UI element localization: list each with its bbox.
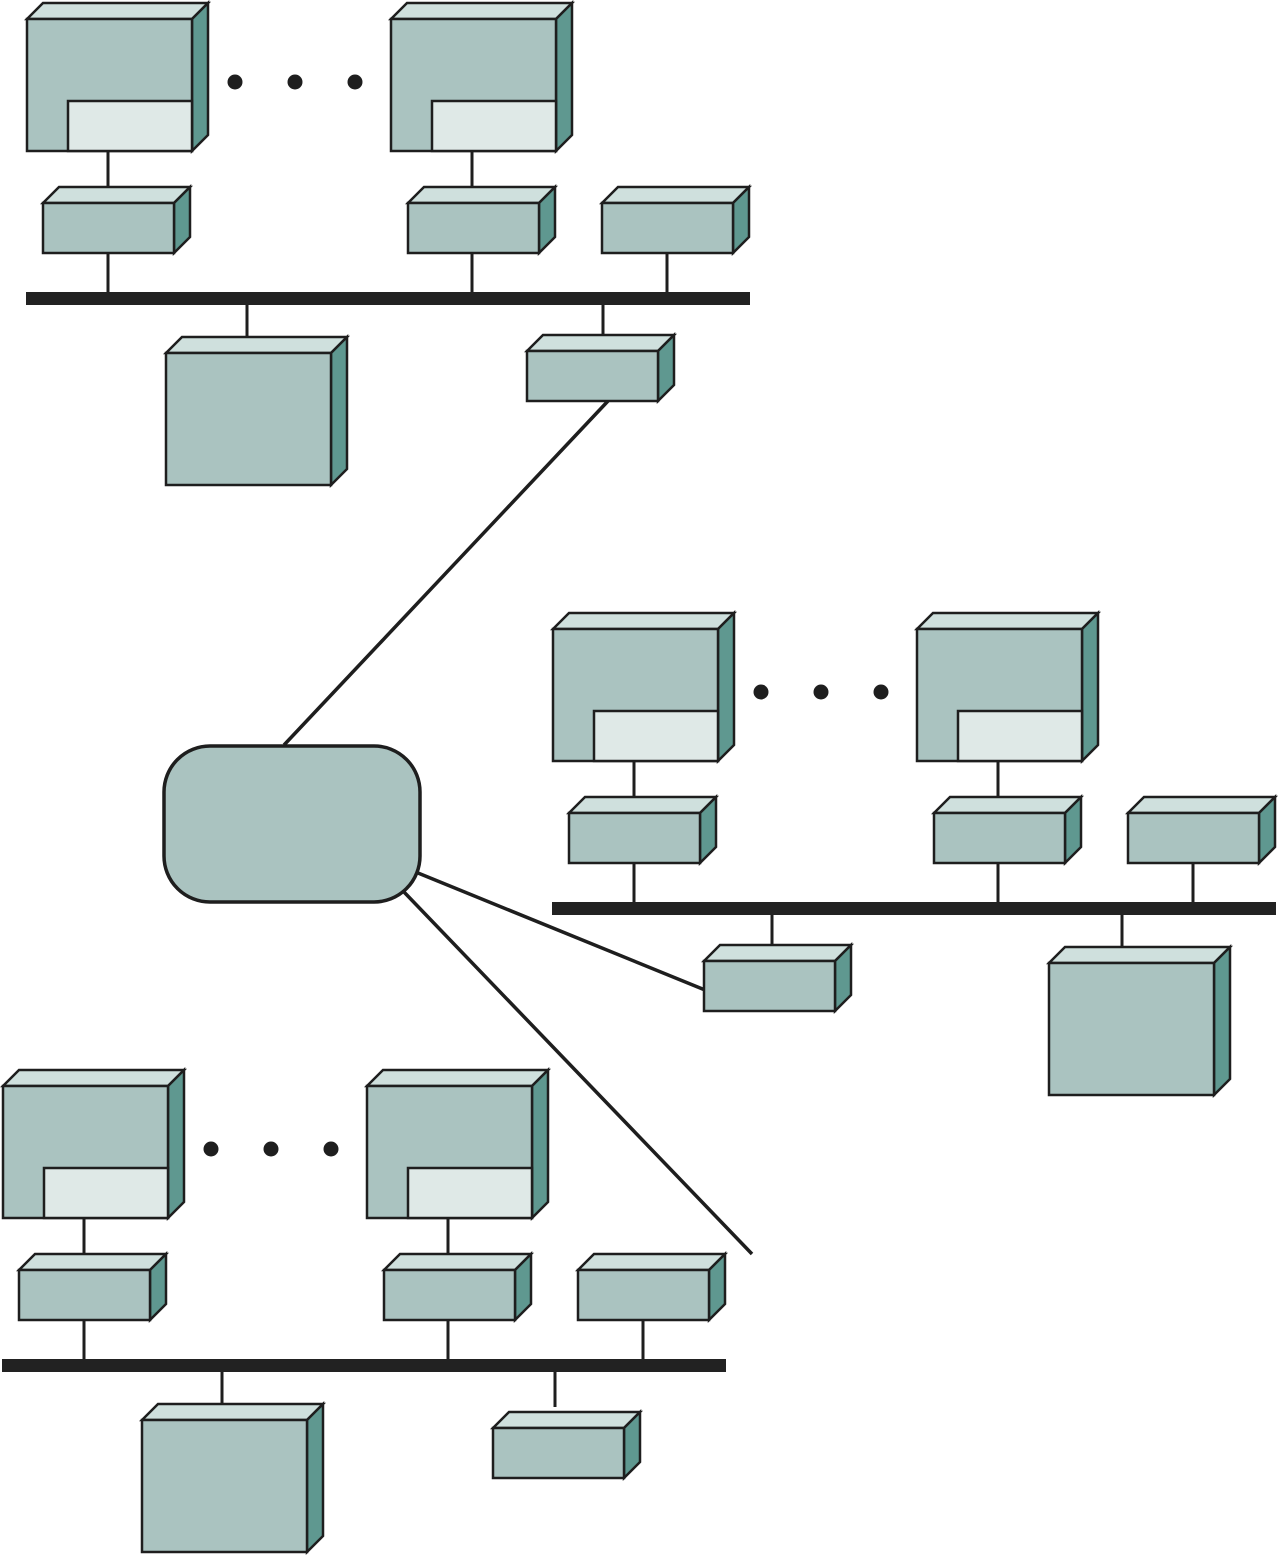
lan-middle-workstation-2-screen bbox=[956, 709, 1084, 763]
lan-top-bus bbox=[26, 292, 750, 305]
lan-top-workstation-1-side bbox=[190, 0, 210, 155]
lan-bottom-router bbox=[489, 1408, 644, 1482]
lan-top-interface-1-top bbox=[39, 185, 194, 205]
lan-top-server-side bbox=[329, 333, 349, 489]
lan-bottom-bus bbox=[2, 1359, 726, 1372]
lan-middle-server-side bbox=[1212, 943, 1232, 1099]
lan-bottom-workstation-2-screen bbox=[406, 1166, 534, 1220]
lan-top-dot-3 bbox=[347, 74, 363, 90]
lan-bottom-interface-3 bbox=[574, 1250, 729, 1324]
lan-top-server-top bbox=[162, 335, 351, 355]
lan-middle-workstation-2-top bbox=[913, 611, 1102, 631]
lan-bottom-interface-1 bbox=[15, 1250, 170, 1324]
lan-bottom-workstation-1-side bbox=[166, 1066, 186, 1222]
lan-middle-interface-3 bbox=[1124, 793, 1279, 867]
lan-bottom-interface-3-top bbox=[574, 1252, 729, 1272]
lan-top-dot-2 bbox=[287, 74, 303, 90]
lan-top bbox=[23, 0, 753, 489]
lan-middle-dot-2 bbox=[813, 684, 829, 700]
lan-bottom-server bbox=[138, 1400, 327, 1556]
lan-middle-interface-2-front bbox=[932, 811, 1067, 865]
lan-middle-router-top bbox=[700, 943, 855, 963]
wan-link-bottom bbox=[402, 890, 754, 1256]
lan-top-interface-2-top bbox=[404, 185, 559, 205]
lan-top-server-front bbox=[164, 351, 333, 487]
wan-links bbox=[282, 399, 754, 1256]
lan-bottom-workstation-2 bbox=[363, 1066, 552, 1222]
lan-top-workstation-2 bbox=[387, 0, 576, 155]
lan-top-interface-3 bbox=[598, 183, 753, 257]
lan-middle-server-top bbox=[1045, 945, 1234, 965]
lan-middle bbox=[549, 609, 1279, 1099]
lan-middle-interface-3-front bbox=[1126, 811, 1261, 865]
lan-middle-workstation-2 bbox=[913, 609, 1102, 765]
lan-middle-dot-1 bbox=[753, 684, 769, 700]
wan-link-middle bbox=[417, 871, 706, 992]
lan-top-interface-1 bbox=[39, 183, 194, 257]
lan-middle-router-front bbox=[702, 959, 837, 1013]
lan-top-workstation-2-screen bbox=[430, 99, 558, 153]
lan-top-workstation-1-top bbox=[23, 1, 212, 21]
lan-middle-interface-3-top bbox=[1124, 795, 1279, 815]
lan-bottom-interface-1-front bbox=[17, 1268, 152, 1322]
lan-middle-interface-1 bbox=[565, 793, 720, 867]
lan-bottom-ellipsis-dots-icon bbox=[203, 1141, 339, 1157]
lan-bottom-server-front bbox=[140, 1418, 309, 1554]
lan-bottom-interface-1-top bbox=[15, 1252, 170, 1272]
lan-middle-workstation-1-top bbox=[549, 611, 738, 631]
lan-middle-interface-2-top bbox=[930, 795, 1085, 815]
lan-middle-workstation-1-side bbox=[716, 609, 736, 765]
lan-top-router-top bbox=[523, 333, 678, 353]
lan-bottom-workstation-1 bbox=[0, 1066, 188, 1222]
lan-bottom-interface-2 bbox=[380, 1250, 535, 1324]
lan-top-workstation-1-screen bbox=[66, 99, 194, 153]
lan-top-server bbox=[162, 333, 351, 489]
lan-middle-workstation-2-side bbox=[1080, 609, 1100, 765]
lan-bottom-dot-1 bbox=[203, 1141, 219, 1157]
wide-area-network-cloud-icon bbox=[162, 744, 422, 904]
lan-middle-workstation-1-screen bbox=[592, 709, 720, 763]
lan-top-interface-2 bbox=[404, 183, 559, 257]
lan-top-router-front bbox=[525, 349, 660, 403]
lan-middle-interface-2 bbox=[930, 793, 1085, 867]
lan-bottom-workstation-2-top bbox=[363, 1068, 552, 1088]
lan-bottom-workstation-1-screen bbox=[42, 1166, 170, 1220]
lan-middle-interface-1-front bbox=[567, 811, 702, 865]
lan-bottom-router-top bbox=[489, 1410, 644, 1430]
lan-bottom-router-front bbox=[491, 1426, 626, 1480]
lan-bottom-interface-3-front bbox=[576, 1268, 711, 1322]
lan-top-interface-3-front bbox=[600, 201, 735, 255]
lan-bottom-interface-2-front bbox=[382, 1268, 517, 1322]
lan-top-dot-1 bbox=[227, 74, 243, 90]
lan-middle-interface-1-top bbox=[565, 795, 720, 815]
lan-middle-server-front bbox=[1047, 961, 1216, 1097]
lan-top-router bbox=[523, 331, 678, 405]
lan-top-workstation-1 bbox=[23, 0, 212, 155]
lan-bottom-server-top bbox=[138, 1402, 327, 1422]
lan-middle-router bbox=[700, 941, 855, 1015]
lan-middle-ellipsis-dots-icon bbox=[753, 684, 889, 700]
lan-bottom-dot-2 bbox=[263, 1141, 279, 1157]
lan-top-ellipsis-dots-icon bbox=[227, 74, 363, 90]
lan-top-workstation-2-top bbox=[387, 1, 576, 21]
lan-top-interface-3-top bbox=[598, 185, 753, 205]
lan-bottom-interface-2-top bbox=[380, 1252, 535, 1272]
lan-middle-dot-3 bbox=[873, 684, 889, 700]
lan-middle-workstation-1 bbox=[549, 609, 738, 765]
lan-top-interface-1-front bbox=[41, 201, 176, 255]
lan-bottom-server-side bbox=[305, 1400, 325, 1556]
lan-middle-bus bbox=[552, 902, 1276, 915]
wan-link-top bbox=[282, 399, 610, 747]
lan-bottom-workstation-1-top bbox=[0, 1068, 188, 1088]
lan-bottom-workstation-2-side bbox=[530, 1066, 550, 1222]
lan-top-workstation-2-side bbox=[554, 0, 574, 155]
lan-bottom-dot-3 bbox=[323, 1141, 339, 1157]
lan-bottom bbox=[0, 1066, 729, 1556]
lan-middle-server bbox=[1045, 943, 1234, 1099]
lan-top-interface-2-front bbox=[406, 201, 541, 255]
